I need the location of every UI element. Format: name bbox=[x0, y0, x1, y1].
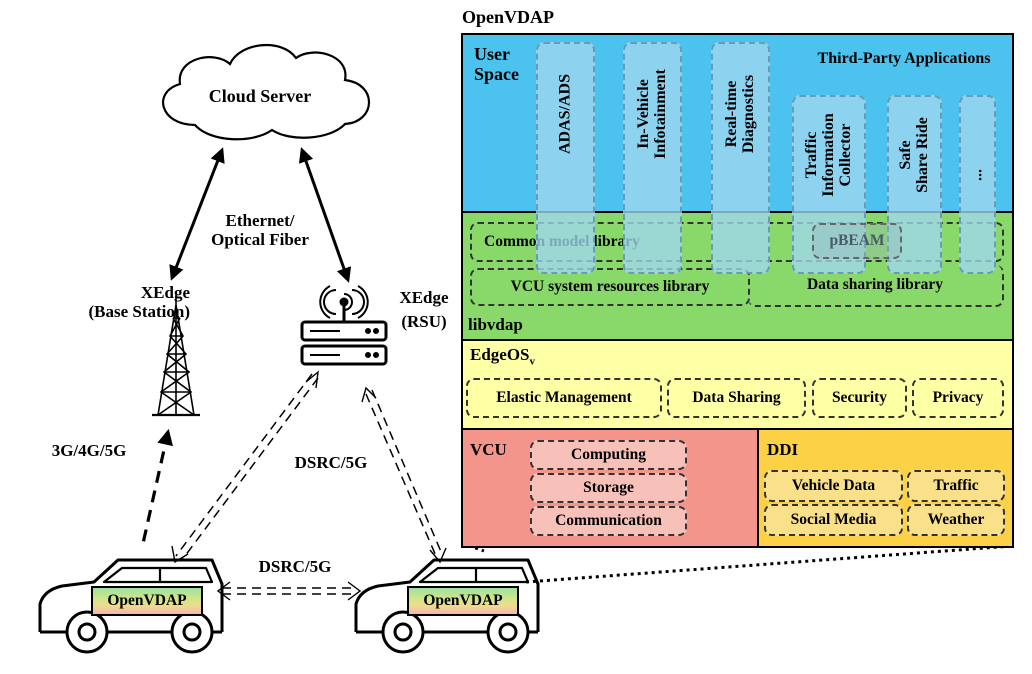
libvdap-label: libvdap bbox=[468, 315, 523, 334]
edgeos-panel bbox=[461, 339, 1014, 430]
ddi-traffic: Traffic bbox=[907, 470, 1005, 502]
ddi-vehicle-data: Vehicle Data bbox=[764, 470, 903, 502]
vcu-storage: Storage bbox=[530, 473, 687, 503]
cellular-link bbox=[140, 428, 174, 549]
app-infotainment-label: In-Vehicle Infotainment bbox=[634, 69, 669, 159]
app-adas-label: ADAS/ADS bbox=[556, 73, 574, 155]
third-party-title: Third-Party Applications bbox=[817, 50, 991, 67]
base-station-label: XEdge (Base Station) bbox=[88, 283, 190, 321]
rsu-router-icon bbox=[300, 285, 388, 366]
app-safe-share-ride-label: Safe Share Ride bbox=[896, 117, 931, 193]
ddi-label: DDI bbox=[767, 440, 799, 459]
edgeos-label: EdgeOSv bbox=[470, 345, 536, 368]
cloud-server-label: Cloud Server bbox=[208, 86, 312, 106]
pbeam-library: pBEAM bbox=[812, 223, 902, 259]
edgeos-label-text: EdgeOS bbox=[470, 345, 530, 364]
app-adas: ADAS/ADS bbox=[536, 42, 595, 274]
app-traffic-collector-label: Traffic Information Collector bbox=[802, 113, 854, 197]
rsu-link-car2 bbox=[365, 389, 443, 557]
edgeos-label-subscript: v bbox=[529, 355, 536, 368]
edgeos-privacy: Privacy bbox=[912, 378, 1004, 418]
ddi-weather: Weather bbox=[907, 504, 1005, 536]
rsu-link-label: DSRC/5G bbox=[294, 453, 368, 472]
zoom-connector-bottom bbox=[525, 544, 1013, 584]
fiber-link-rsu bbox=[298, 147, 352, 283]
rsu-label-type: (RSU) bbox=[401, 312, 447, 331]
v2v-link-label: DSRC/5G bbox=[258, 557, 332, 576]
app-diagnostics-label: Real-time Diagnostics bbox=[722, 74, 757, 154]
edgeos-elastic-management: Elastic Management bbox=[466, 378, 662, 418]
app-infotainment: In-Vehicle Infotainment bbox=[623, 42, 682, 274]
app-safe-share-ride: Safe Share Ride bbox=[887, 95, 942, 274]
vcu-resources-library: VCU system resources library bbox=[470, 268, 750, 306]
app-more: ... bbox=[959, 95, 996, 274]
ddi-social-media: Social Media bbox=[764, 504, 903, 536]
base-station-tower-icon bbox=[152, 292, 200, 417]
vcu-label: VCU bbox=[470, 440, 507, 459]
app-diagnostics: Real-time Diagnostics bbox=[711, 42, 770, 274]
fiber-link-label: Ethernet/ Optical Fiber bbox=[211, 211, 309, 249]
rsu-label-name: XEdge bbox=[399, 288, 449, 307]
v2v-link bbox=[222, 587, 356, 595]
data-sharing-library: Data sharing library bbox=[748, 265, 1004, 307]
rsu-link-car1 bbox=[175, 373, 319, 561]
stack-title: OpenVDAP bbox=[462, 7, 555, 27]
fiber-link-base bbox=[169, 147, 225, 281]
cellular-link-label: 3G/4G/5G bbox=[51, 441, 127, 460]
app-traffic-collector: Traffic Information Collector bbox=[792, 95, 866, 274]
app-more-label: ... bbox=[968, 169, 986, 181]
cloud-icon bbox=[162, 44, 370, 141]
edgeos-security: Security bbox=[812, 378, 907, 418]
vcu-computing: Computing bbox=[530, 440, 687, 470]
car-1-openvdap-badge: OpenVDAP bbox=[91, 586, 203, 616]
edgeos-data-sharing: Data Sharing bbox=[667, 378, 806, 418]
car-1-icon bbox=[38, 558, 224, 654]
user-space-label: User Space bbox=[474, 44, 519, 84]
vcu-communication: Communication bbox=[530, 506, 687, 536]
car-2-openvdap-badge: OpenVDAP bbox=[407, 586, 519, 616]
